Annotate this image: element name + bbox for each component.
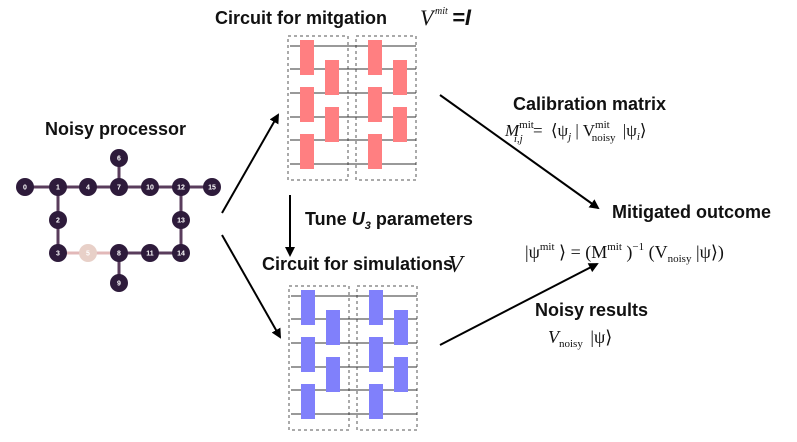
- qubit-label: 3: [56, 251, 60, 258]
- qubit-node: [110, 149, 128, 167]
- qubit-node: [49, 244, 67, 262]
- mitigation-circuit-title: Circuit for mitgation: [215, 8, 387, 28]
- qubit-label: 1: [56, 185, 60, 192]
- simulation-circuit: [288, 285, 418, 431]
- circuit-block-box: [356, 285, 418, 431]
- gate: [369, 337, 383, 372]
- arrow-processor-to-simulation: [221, 234, 281, 339]
- gate: [325, 60, 339, 95]
- gate: [394, 310, 408, 345]
- qubit-node: [79, 178, 97, 196]
- qubit-node: [172, 211, 190, 229]
- simulation-circuit-title: Circuit for simulations: [262, 254, 453, 274]
- gate: [368, 40, 382, 75]
- gate: [326, 310, 340, 345]
- qubit-node: [110, 244, 128, 262]
- arrow-processor-to-mitigation: [221, 113, 279, 214]
- tune-label: Tune U3 parameters: [305, 209, 473, 233]
- mitigation-circuit-v: V: [420, 5, 436, 30]
- gate: [325, 107, 339, 142]
- qubit-node: [141, 178, 159, 196]
- mitigated-formula: |ψmit ⟩ = (Mmit )−1 (Vnoisy |ψ⟩): [525, 234, 724, 266]
- mitigation-circuit-v-sup: mit: [435, 6, 448, 17]
- calibration-matrix-title: Calibration matrix: [513, 94, 666, 114]
- gate: [326, 357, 340, 392]
- qubit-node: [79, 244, 97, 262]
- gate: [393, 107, 407, 142]
- qubit-label: 12: [177, 185, 185, 192]
- gate: [300, 87, 314, 122]
- qubit-label: 8: [117, 251, 121, 258]
- qubit-label: 2: [56, 218, 60, 225]
- qubit-label: 6: [117, 156, 121, 163]
- qubit-node: [203, 178, 221, 196]
- qubit-node: [49, 211, 67, 229]
- simulation-circuit-v: V: [448, 252, 465, 278]
- mitigated-outcome-title: Mitigated outcome: [612, 202, 771, 222]
- gate: [369, 290, 383, 325]
- qubit-label: 15: [208, 185, 216, 192]
- qubit-node: [172, 244, 190, 262]
- gate: [368, 87, 382, 122]
- qubit-label: 0: [23, 185, 27, 192]
- mitigation-circuit: [287, 35, 417, 181]
- qubit-node: [110, 274, 128, 292]
- qubit-label: 9: [117, 281, 121, 288]
- qubit-label: 10: [146, 185, 154, 192]
- qubit-node: [49, 178, 67, 196]
- circuit-block-box: [288, 285, 350, 431]
- qubit-label: 5: [86, 251, 90, 258]
- qubit-label: 13: [177, 218, 185, 225]
- noisy-results-title: Noisy results: [535, 300, 648, 320]
- qubit-label: 7: [117, 185, 121, 192]
- gate: [300, 40, 314, 75]
- qubit-label: 14: [177, 251, 185, 258]
- circuit-block-box: [355, 35, 417, 181]
- circuit-block-box: [287, 35, 349, 181]
- gate: [369, 384, 383, 419]
- mitigation-circuit-eq: =I: [452, 5, 472, 30]
- gate: [301, 290, 315, 325]
- gate: [301, 337, 315, 372]
- gate: [300, 134, 314, 169]
- qubit-node: [110, 178, 128, 196]
- noisy-processor-title: Noisy processor: [45, 119, 186, 139]
- gate: [368, 134, 382, 169]
- gate: [394, 357, 408, 392]
- arrow-noisy-to-outcome: [439, 263, 599, 346]
- noisy-formula: Vnoisy |ψ⟩: [548, 327, 612, 351]
- arrow-calibration-to-outcome: [439, 94, 600, 210]
- qubit-node: [16, 178, 34, 196]
- qubit-label: 4: [86, 185, 90, 192]
- qubit-node: [141, 244, 159, 262]
- gate: [301, 384, 315, 419]
- qubit-node: [172, 178, 190, 196]
- qubit-label: 11: [146, 251, 154, 258]
- gate: [393, 60, 407, 95]
